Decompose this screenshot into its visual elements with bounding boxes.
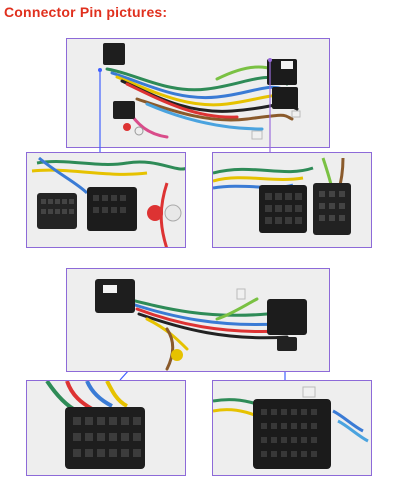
closeup-2-drawing [213, 157, 351, 235]
connector-closeup-1 [26, 152, 186, 248]
harness-photo-1 [66, 38, 330, 148]
closeup-4-drawing [213, 386, 369, 469]
harness-1-drawing [103, 43, 301, 140]
closeup-3-drawing [45, 381, 145, 469]
closeup-1-drawing [31, 156, 185, 247]
harness-photo-2 [66, 268, 330, 372]
harness-2-drawing [95, 279, 307, 371]
connector-closeup-2 [212, 152, 372, 248]
connector-closeup-4 [212, 380, 372, 476]
connector-closeup-3 [26, 380, 186, 476]
page-title: Connector Pin pictures: [4, 4, 168, 20]
